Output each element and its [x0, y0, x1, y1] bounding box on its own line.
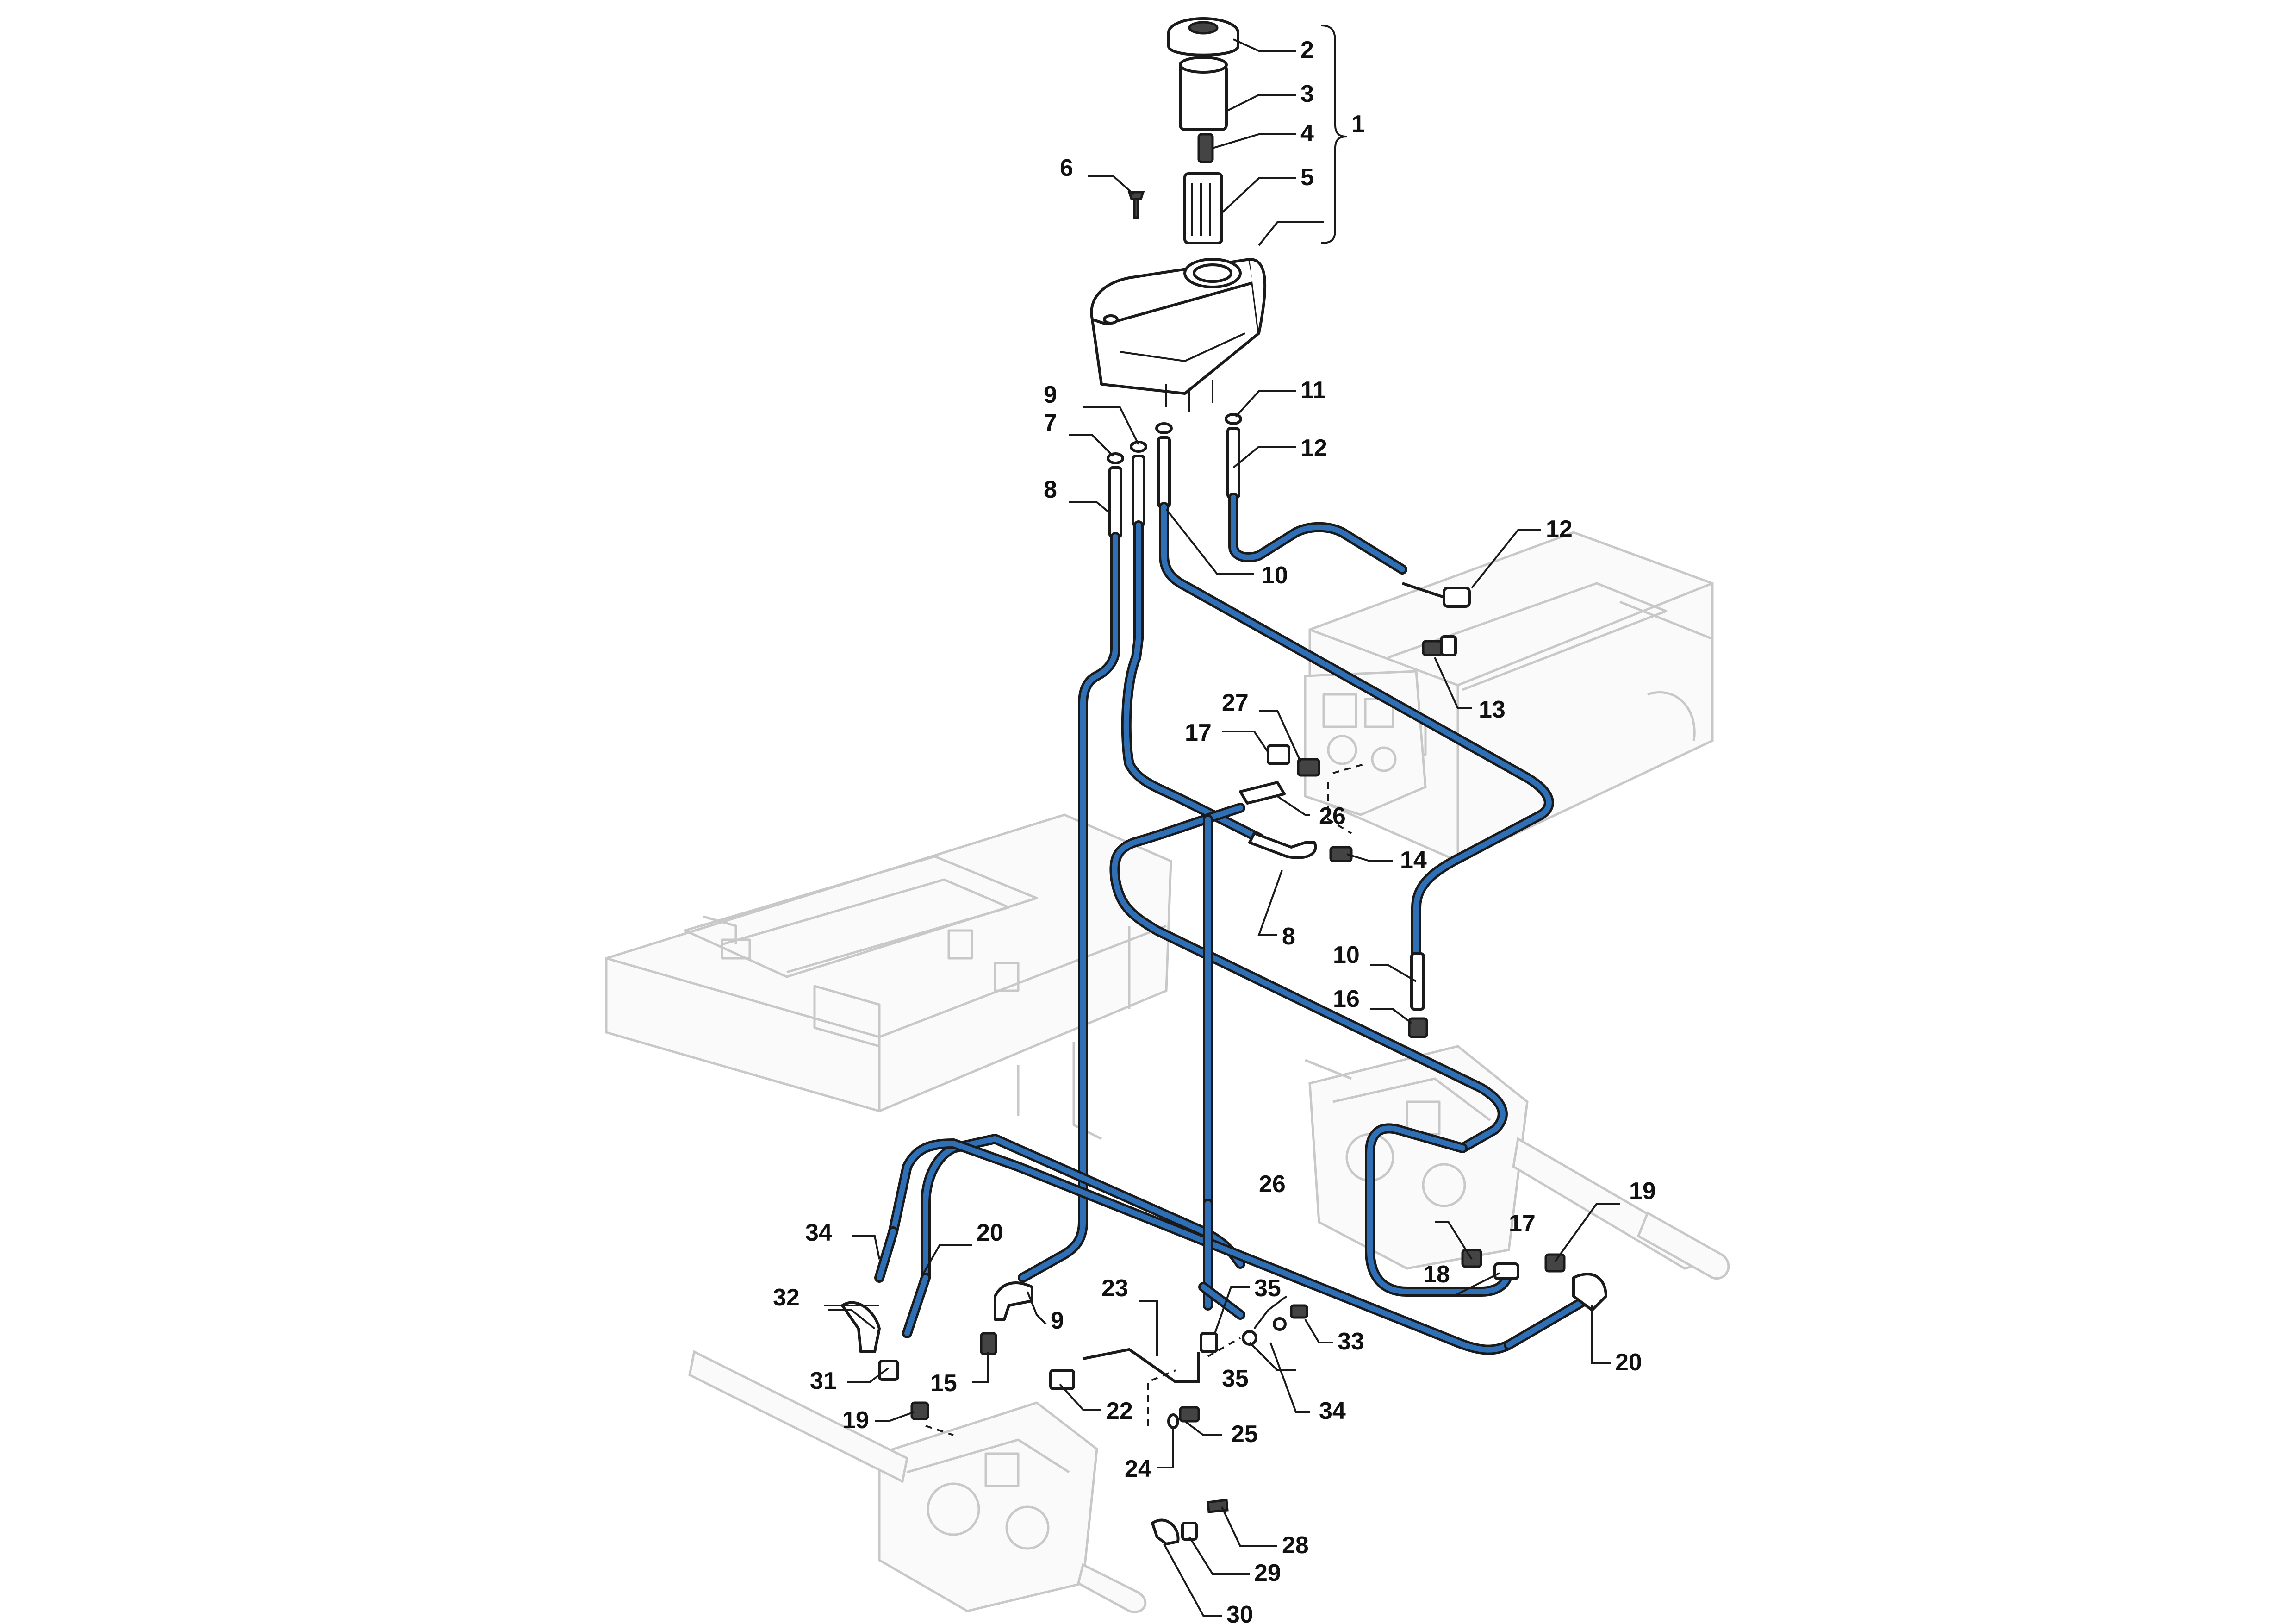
callout-7: 7 [1044, 409, 1057, 436]
assembly-dash-lines [925, 763, 1366, 1436]
assembly-bracket [1321, 25, 1347, 244]
hose-clamp [1107, 413, 1242, 464]
hose-line-d [1231, 495, 1405, 572]
callout-9a: 9 [1044, 381, 1057, 408]
callout-16: 16 [1333, 986, 1360, 1012]
hose-line-l [1201, 1284, 1243, 1318]
callout-33: 33 [1338, 1328, 1364, 1355]
callout-28: 28 [1282, 1532, 1309, 1559]
hose-line-j [1367, 1125, 1512, 1294]
callout-3: 3 [1300, 81, 1314, 107]
callout-18: 18 [1423, 1261, 1450, 1288]
callout-8b: 8 [1282, 923, 1295, 950]
callout-26a: 26 [1319, 803, 1346, 830]
callout-34a: 34 [805, 1219, 832, 1246]
hose-line-d-outline [1228, 493, 1407, 575]
callout-11: 11 [1300, 377, 1326, 404]
callout-26b: 26 [1259, 1171, 1286, 1198]
callout-6: 6 [1060, 155, 1073, 181]
callout-35b: 35 [1222, 1365, 1249, 1392]
callout-9b: 9 [1051, 1307, 1064, 1334]
callout-31: 31 [810, 1368, 837, 1394]
hose-line-c [1161, 504, 1552, 956]
callout-12b: 12 [1546, 516, 1573, 543]
callout-17b: 17 [1509, 1210, 1536, 1237]
callout-20b: 20 [1615, 1349, 1642, 1376]
callout-30: 30 [1226, 1601, 1253, 1624]
hose-line-b [1123, 523, 1262, 841]
callout-32: 32 [773, 1284, 800, 1311]
callout-labels: 1 2 3 4 5 6 7 8 8 9 9 10 10 11 12 12 13 … [773, 37, 1656, 1624]
strainer-filter [1179, 56, 1228, 131]
callout-34b: 34 [1319, 1398, 1346, 1424]
oil-reservoir-tank [1090, 258, 1267, 412]
hose-line-h [890, 1141, 1512, 1353]
ghost-transaxle-left [688, 1350, 1147, 1613]
filter-cartridge [1183, 172, 1223, 244]
callout-4: 4 [1300, 120, 1314, 147]
callout-27: 27 [1222, 689, 1249, 716]
hose-line-i [1506, 1293, 1595, 1348]
hose-line-e [1112, 805, 1506, 1151]
callout-23: 23 [1101, 1275, 1128, 1302]
hydraulic-lines [874, 493, 1597, 1355]
ghost-chassis-left [605, 813, 1172, 1140]
small-hardware [1151, 1499, 1229, 1545]
spring [1197, 133, 1214, 163]
callout-1: 1 [1351, 111, 1365, 137]
callout-10b: 10 [1333, 942, 1360, 968]
fittings [841, 582, 1607, 1429]
fill-cap [1167, 17, 1239, 56]
callout-29: 29 [1254, 1560, 1281, 1587]
callout-25: 25 [1231, 1421, 1258, 1448]
callout-15: 15 [930, 1370, 957, 1397]
callout-24: 24 [1125, 1455, 1151, 1482]
hose-line-m [877, 1229, 896, 1280]
callout-19a: 19 [842, 1407, 869, 1434]
callout-20a: 20 [977, 1219, 1003, 1246]
callout-22: 22 [1106, 1398, 1133, 1424]
hose-line-a [1020, 534, 1118, 1280]
callout-13: 13 [1479, 696, 1506, 723]
hose-line-b-outline [1121, 520, 1264, 843]
screw [1127, 191, 1145, 219]
leader-lines [824, 38, 1620, 1617]
callout-17a: 17 [1185, 719, 1212, 746]
callout-8a: 8 [1044, 476, 1057, 503]
callout-14: 14 [1400, 847, 1427, 874]
callout-2: 2 [1300, 37, 1314, 63]
hose-line-n [904, 1275, 928, 1336]
callout-10a: 10 [1261, 562, 1288, 589]
callout-5: 5 [1300, 164, 1314, 191]
callout-35a: 35 [1254, 1275, 1281, 1302]
ghost-pump-center [1304, 670, 1427, 816]
callout-19b: 19 [1629, 1178, 1656, 1205]
callout-12a: 12 [1300, 435, 1327, 462]
